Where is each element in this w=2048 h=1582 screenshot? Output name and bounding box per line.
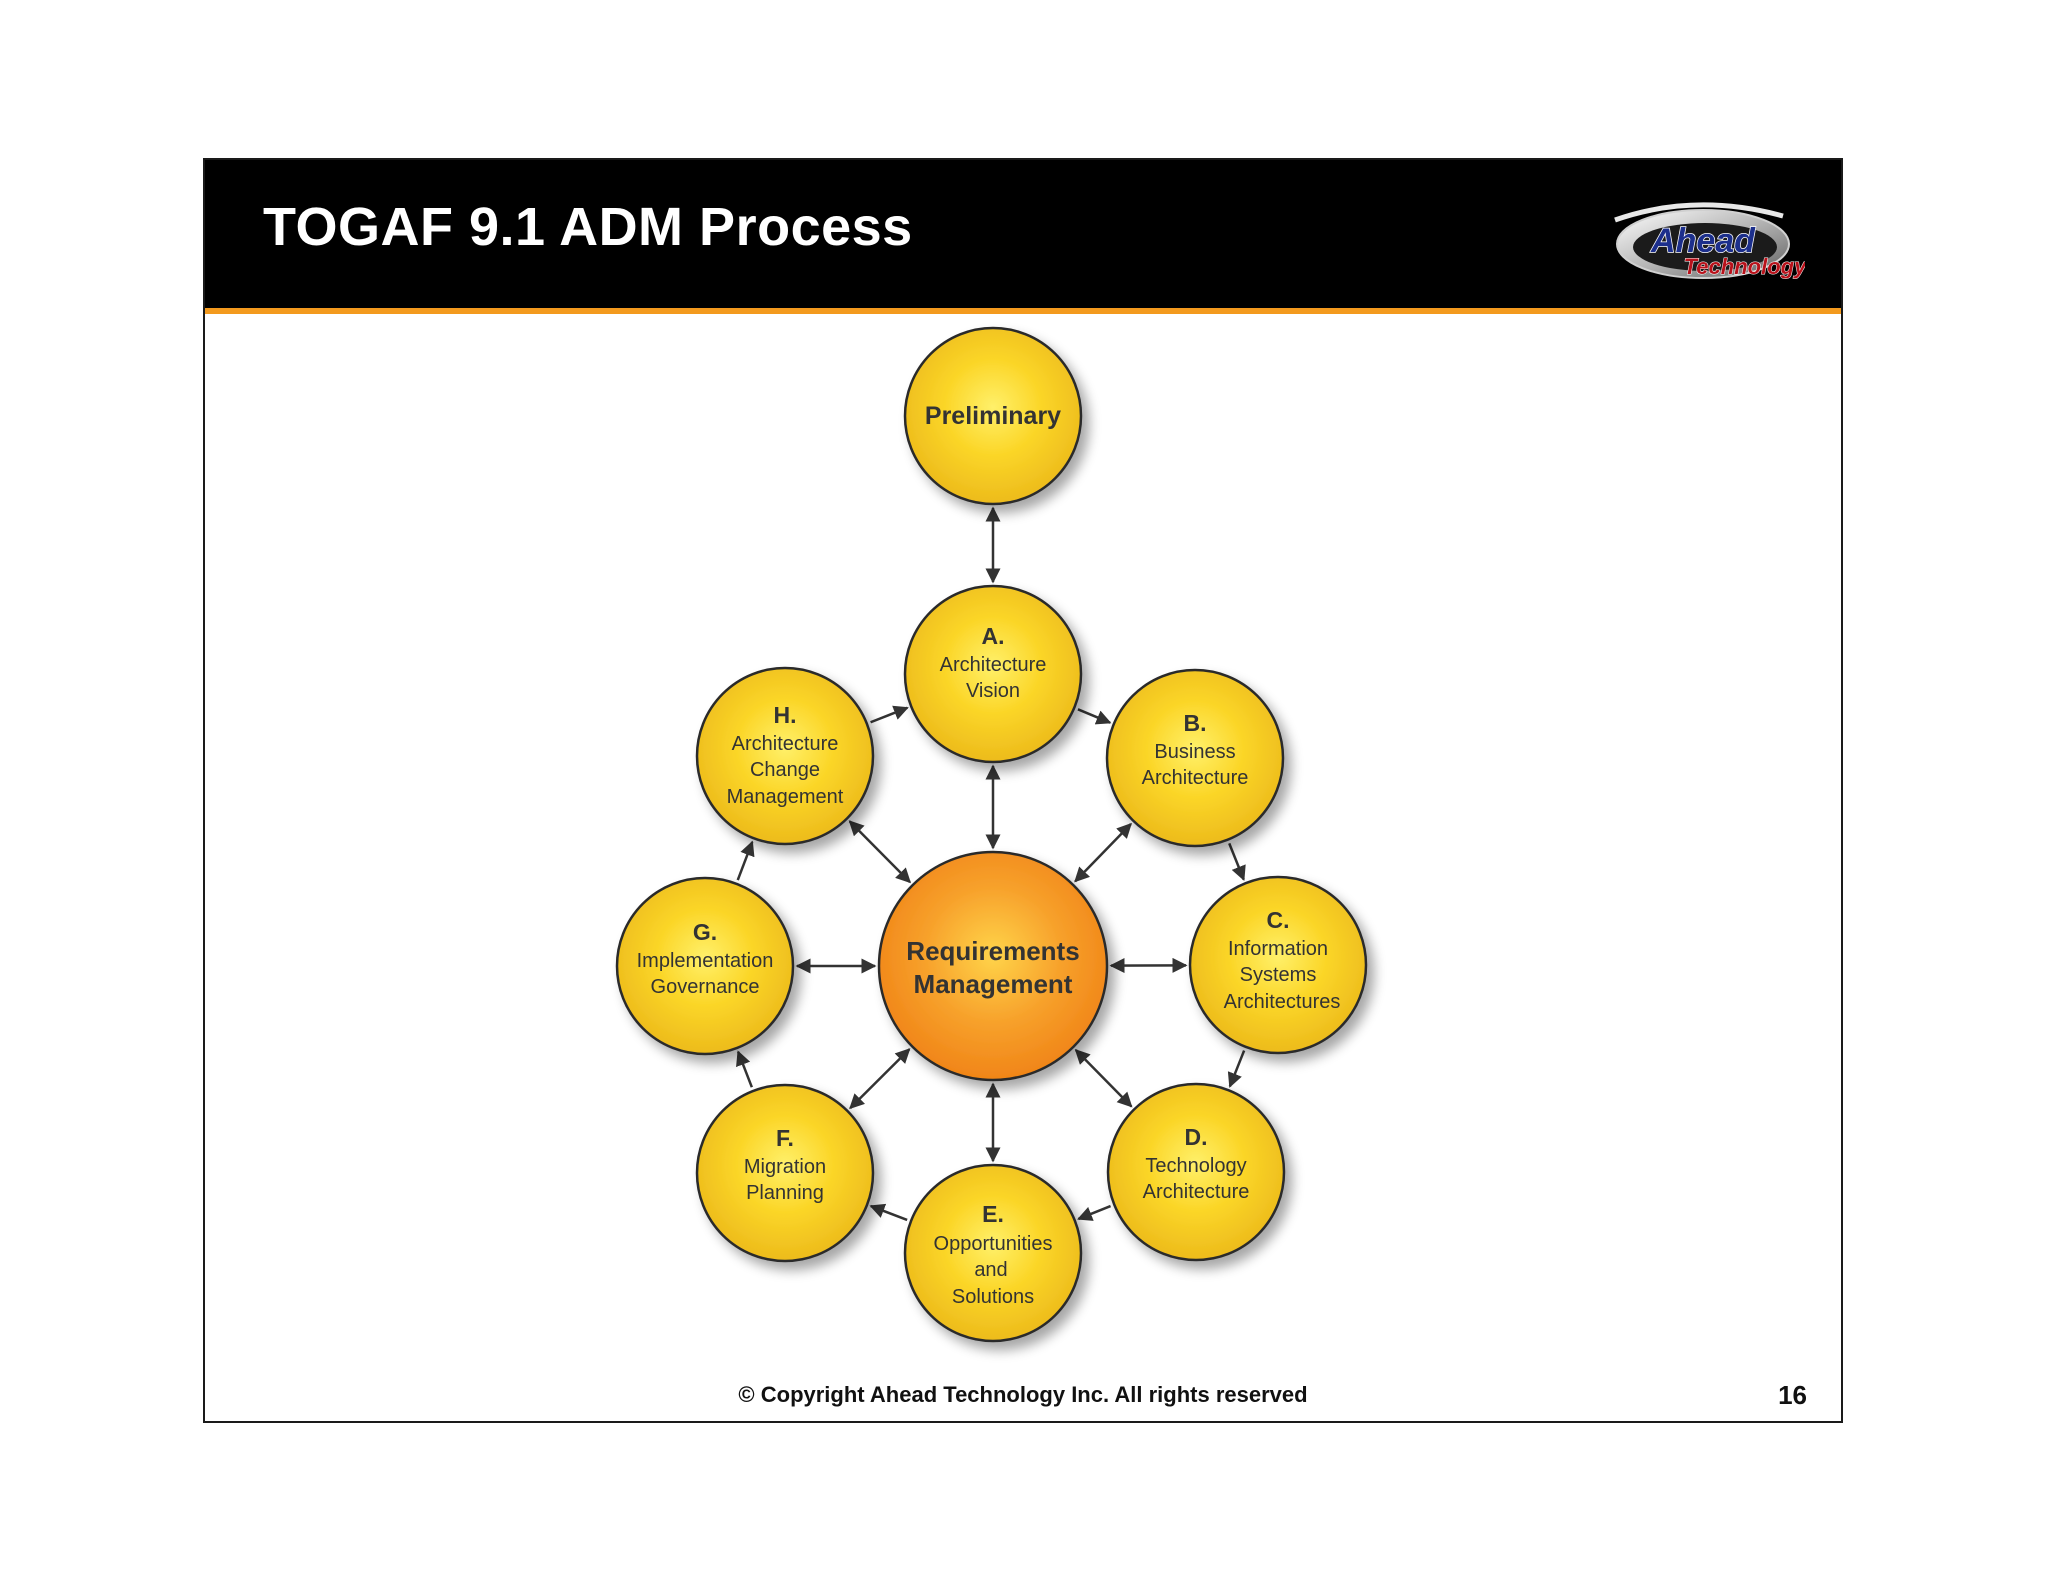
edge-center-b bbox=[1074, 822, 1132, 883]
node-g-line-1: Implementation bbox=[637, 950, 774, 972]
node-c-line-3: Architectures bbox=[1224, 991, 1341, 1013]
node-h-letter: H. bbox=[774, 702, 797, 728]
slide-header: TOGAF 9.1 ADM Process Ahead Technology bbox=[205, 160, 1841, 308]
node-g-letter: G. bbox=[693, 919, 717, 945]
node-preliminary-label: Preliminary bbox=[925, 402, 1061, 430]
node-center: Requirements Management bbox=[877, 850, 1109, 1082]
node-c-line-1: Information bbox=[1228, 938, 1328, 960]
node-c-letter: C. bbox=[1267, 907, 1290, 933]
node-b-line-1: Business bbox=[1154, 741, 1235, 763]
page-number: 16 bbox=[1778, 1380, 1807, 1410]
node-preliminary: Preliminary bbox=[903, 326, 1083, 506]
edge-a-b bbox=[1077, 708, 1112, 725]
header-accent-rule bbox=[205, 308, 1841, 314]
edge-center-h bbox=[848, 820, 912, 884]
edge-center-f bbox=[849, 1048, 911, 1110]
node-d: D. Technology Architecture bbox=[1106, 1082, 1286, 1262]
node-f-letter: F. bbox=[776, 1125, 794, 1151]
edge-center-d bbox=[1074, 1048, 1133, 1108]
node-f-line-1: Migration bbox=[744, 1156, 826, 1178]
adm-cycle-diagram: Preliminary A. Architecture Vision B. Bu… bbox=[615, 326, 1368, 1343]
node-f-line-2: Planning bbox=[746, 1182, 824, 1204]
edge-b-c bbox=[1228, 842, 1246, 882]
node-g: G. Implementation Governance bbox=[615, 876, 795, 1056]
node-center-line-1: Requirements bbox=[906, 936, 1079, 966]
slide: TOGAF 9.1 ADM Process Ahead Technology bbox=[203, 158, 1843, 1423]
node-e-line-2: and bbox=[974, 1259, 1007, 1281]
slide-title: TOGAF 9.1 ADM Process bbox=[263, 197, 913, 257]
edge-c-d bbox=[1227, 1050, 1246, 1088]
node-a-line-2: Vision bbox=[966, 680, 1020, 702]
logo-word-technology: Technology bbox=[1684, 254, 1805, 279]
node-g-line-2: Governance bbox=[651, 976, 760, 998]
node-a-letter: A. bbox=[982, 623, 1005, 649]
node-e: E. Opportunities and Solutions bbox=[903, 1163, 1083, 1343]
node-e-line-3: Solutions bbox=[952, 1286, 1034, 1308]
node-d-line-1: Technology bbox=[1145, 1155, 1246, 1177]
edge-e-f bbox=[869, 1203, 908, 1222]
node-h-line-1: Architecture bbox=[732, 733, 839, 755]
node-e-letter: E. bbox=[982, 1201, 1004, 1227]
node-h-line-2: Change bbox=[750, 759, 820, 781]
node-d-letter: D. bbox=[1185, 1124, 1208, 1150]
edge-h-a bbox=[870, 705, 909, 724]
edge-layer bbox=[736, 506, 1246, 1222]
edge-g-h bbox=[736, 840, 755, 881]
ahead-technology-logo: Ahead Technology bbox=[1614, 202, 1805, 280]
node-b: B. Business Architecture bbox=[1105, 668, 1285, 848]
node-h: H. Architecture Change Management bbox=[695, 666, 875, 846]
node-a-line-1: Architecture bbox=[940, 654, 1047, 676]
node-c: C. Information Systems Architectures bbox=[1188, 875, 1368, 1055]
node-c-line-2: Systems bbox=[1240, 964, 1317, 986]
node-center-line-2: Management bbox=[914, 969, 1073, 999]
footer-copyright: © Copyright Ahead Technology Inc. All ri… bbox=[738, 1382, 1308, 1407]
node-d-line-2: Architecture bbox=[1143, 1181, 1250, 1203]
edge-d-e bbox=[1077, 1204, 1112, 1221]
edge-f-g bbox=[736, 1050, 754, 1088]
node-b-line-2: Architecture bbox=[1142, 767, 1249, 789]
node-b-letter: B. bbox=[1184, 710, 1207, 736]
node-a: A. Architecture Vision bbox=[903, 584, 1083, 764]
node-e-line-1: Opportunities bbox=[934, 1233, 1053, 1255]
logo-word-ahead: Ahead bbox=[1650, 222, 1756, 260]
node-f: F. Migration Planning bbox=[695, 1083, 875, 1263]
node-h-line-3: Management bbox=[727, 786, 844, 808]
